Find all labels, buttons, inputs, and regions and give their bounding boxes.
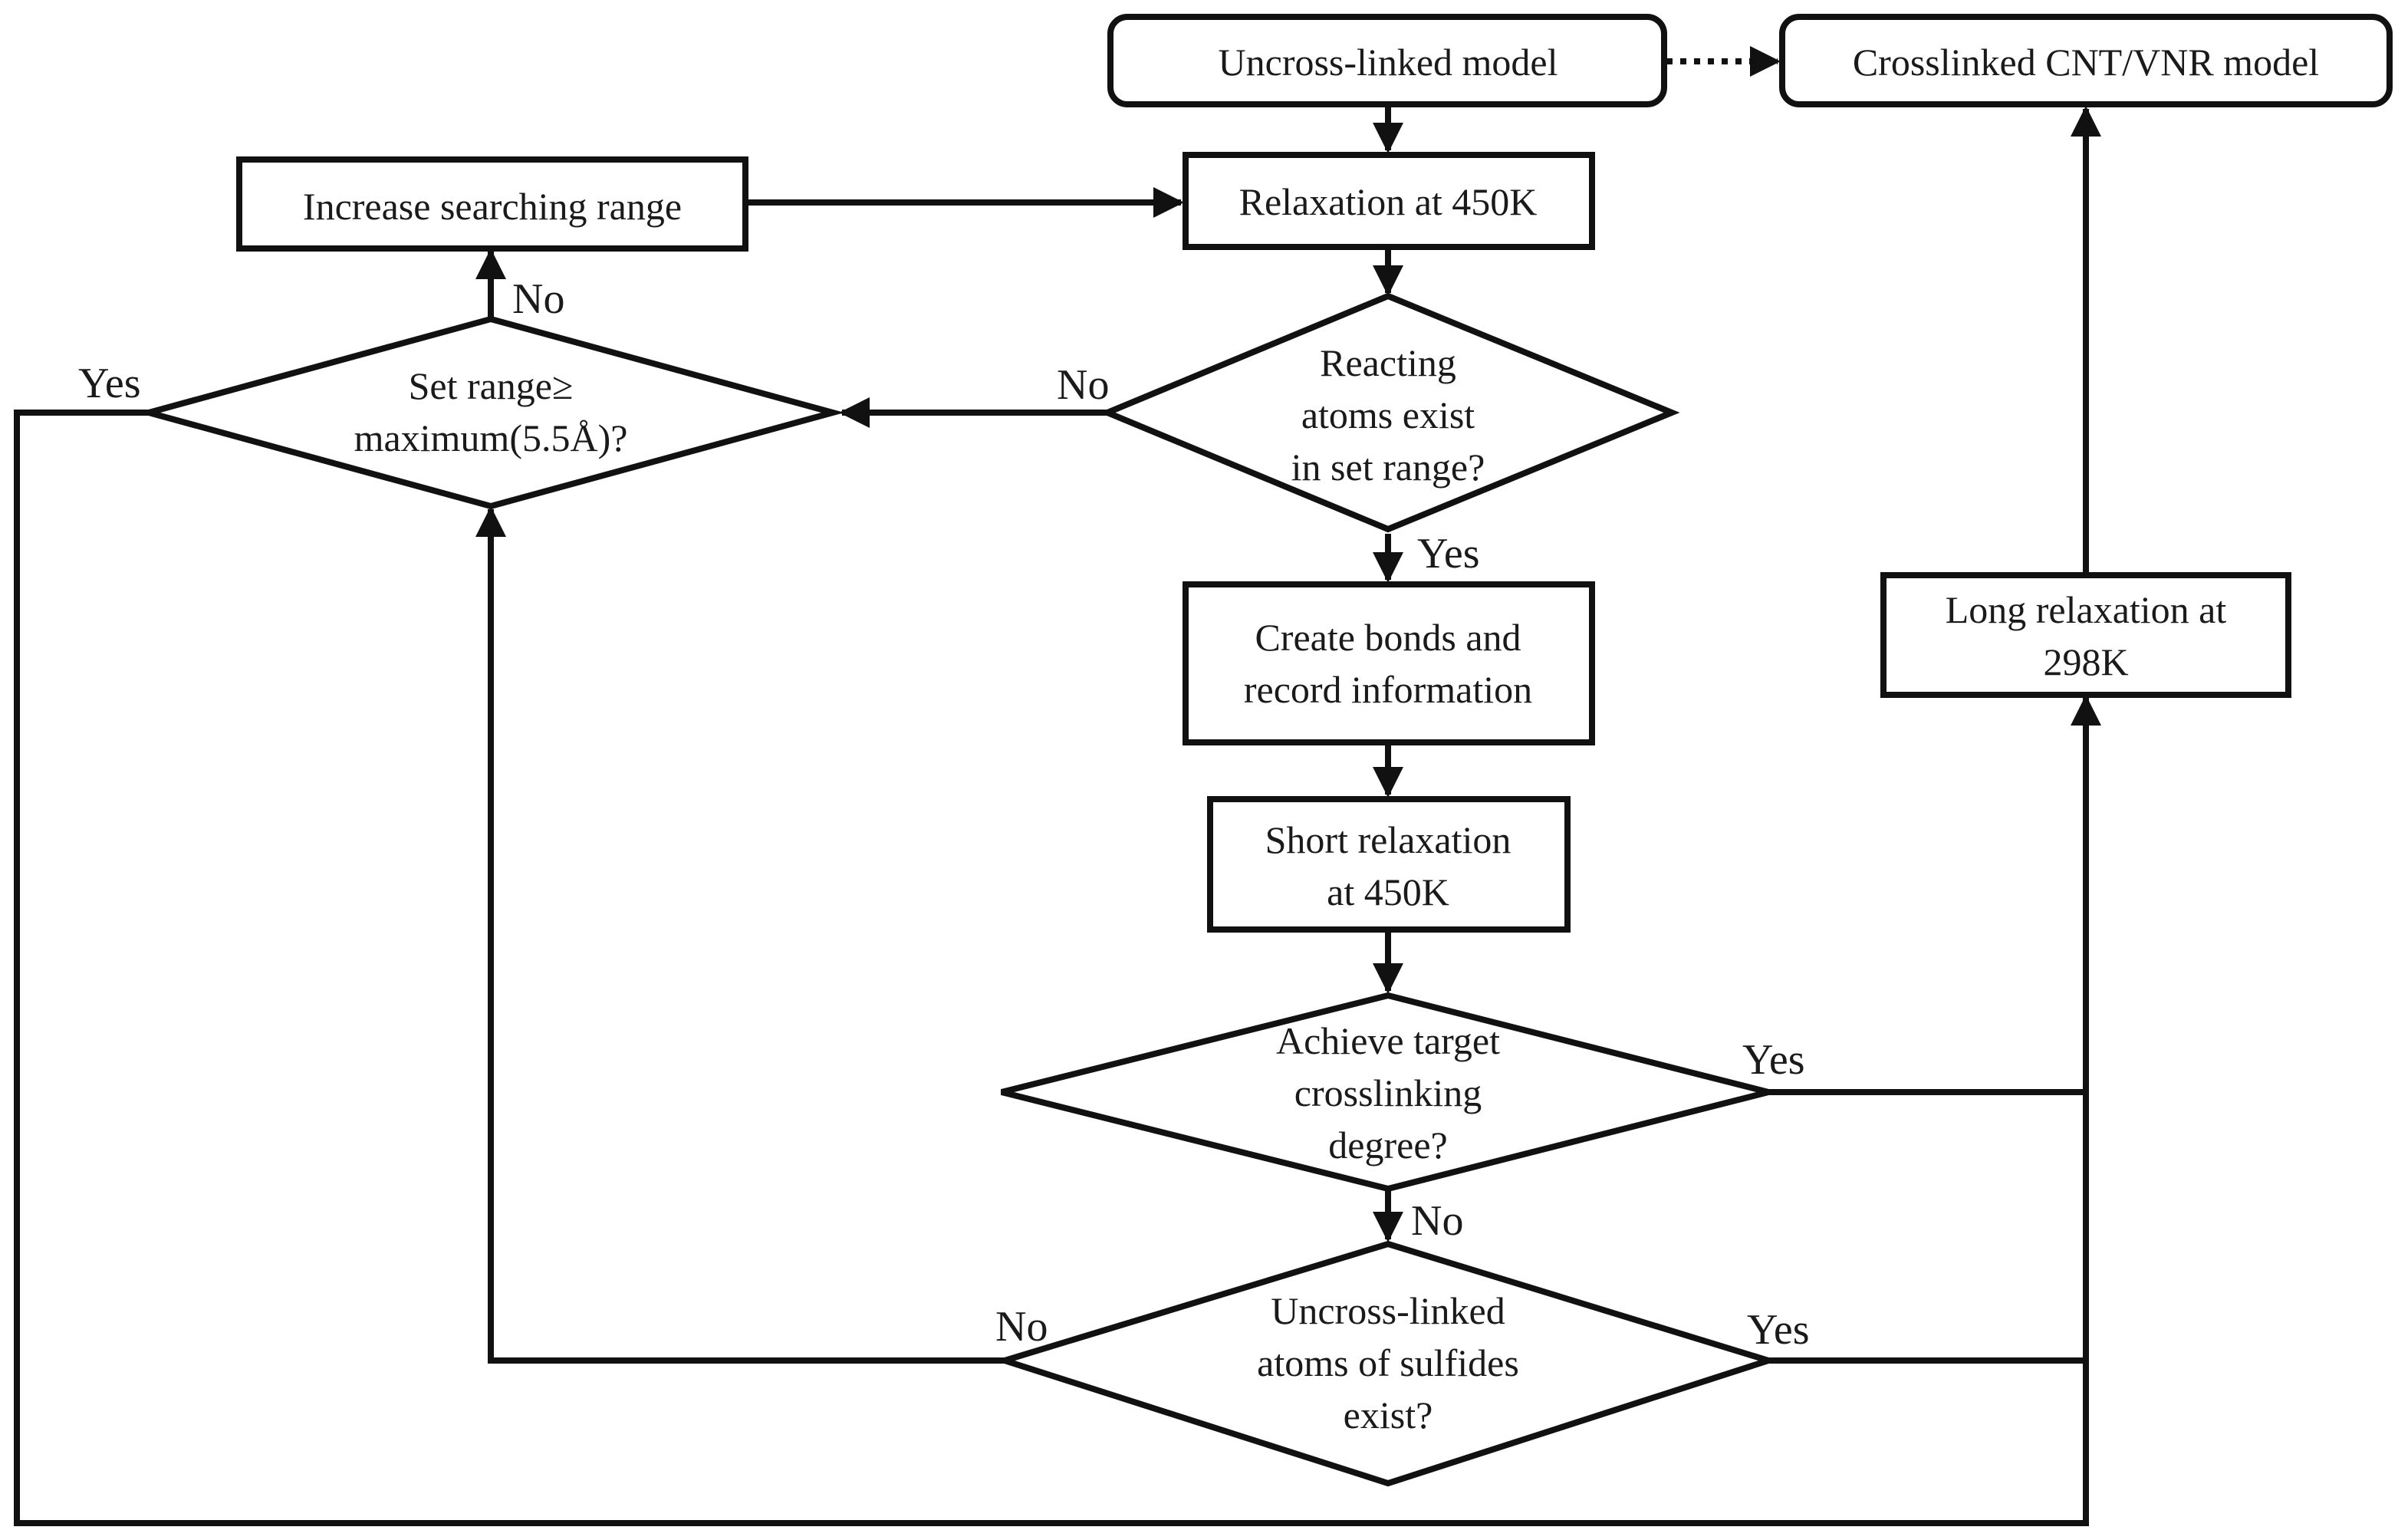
edge-label-setrange-no: No <box>512 275 564 323</box>
node-set-range-check-line1: Set range≥ <box>409 364 574 407</box>
edge-label-target-yes: Yes <box>1742 1036 1804 1084</box>
node-set-range-check-line2: maximum(5.5Å)? <box>354 416 628 459</box>
node-uncross-linked-model-shape <box>1107 14 1667 107</box>
node-target-degree-check-shape <box>1001 992 1769 1193</box>
node-relaxation-450-shape <box>1183 152 1595 250</box>
node-increase-range-label: Increase searching range <box>303 185 682 228</box>
node-short-relaxation-shape <box>1207 796 1571 933</box>
node-sulfides-check-shape <box>994 1240 1779 1487</box>
node-sulfides-check: Uncross-linked atoms of sulfides exist? <box>994 1240 1779 1487</box>
node-short-relaxation-line1: Short relaxation <box>1265 818 1511 861</box>
node-crosslinked-model: Crosslinked CNT/VNR model <box>1779 14 2393 107</box>
node-create-bonds-line1: Create bonds and <box>1255 616 1521 659</box>
edge-label-reacting-no: No <box>1057 361 1109 409</box>
node-short-relaxation-line2: at 450K <box>1327 870 1449 913</box>
edge-sulfides-yes-to-long <box>1768 1092 2089 1364</box>
node-relaxation-450: Relaxation at 450K <box>1183 152 1595 250</box>
node-long-relaxation-line1: Long relaxation at <box>1946 588 2227 631</box>
node-target-degree-check-line3: degree? <box>1328 1124 1447 1167</box>
edge-label-reacting-yes: Yes <box>1417 530 1479 578</box>
node-long-relaxation-shape <box>1880 572 2291 698</box>
node-reacting-atoms-check: Reacting atoms exist in set range? <box>1099 292 1680 533</box>
node-sulfides-check-line3: exist? <box>1344 1394 1433 1436</box>
node-create-bonds-line2: record information <box>1244 668 1532 711</box>
node-uncross-linked-model-label: Uncross-linked model <box>1219 41 1558 84</box>
node-target-degree-check-line1: Achieve target <box>1276 1019 1500 1062</box>
node-reacting-atoms-check-line2: atoms exist <box>1301 393 1475 436</box>
edge-label-setrange-yes: Yes <box>78 360 140 407</box>
edge-labels: No Yes No Yes Yes No No Yes <box>78 275 1809 1354</box>
edge-target-yes-to-long <box>1768 695 2101 1095</box>
edges <box>14 46 2101 1526</box>
node-create-bonds-shape <box>1183 581 1595 745</box>
node-short-relaxation: Short relaxation at 450K <box>1207 796 1571 933</box>
edge-setrange-yes-to-long <box>14 410 2089 1526</box>
node-relaxation-450-label: Relaxation at 450K <box>1239 180 1538 223</box>
node-reacting-atoms-check-line3: in set range? <box>1291 446 1485 489</box>
node-target-degree-check-line2: crosslinking <box>1294 1071 1482 1114</box>
node-create-bonds: Create bonds and record information <box>1183 581 1595 745</box>
node-set-range-check: Set range≥ maximum(5.5Å)? <box>137 315 845 510</box>
node-reacting-atoms-check-line1: Reacting <box>1320 341 1456 384</box>
edge-label-sulfides-yes: Yes <box>1747 1306 1809 1354</box>
edge-sulfides-no-to-setrange <box>475 506 1005 1364</box>
node-crosslinked-model-shape <box>1779 14 2393 107</box>
node-reacting-atoms-check-shape <box>1099 292 1680 533</box>
edge-label-sulfides-no: No <box>995 1303 1048 1351</box>
node-uncross-linked-model: Uncross-linked model <box>1107 14 1667 107</box>
node-increase-range: Increase searching range <box>236 156 748 252</box>
node-sulfides-check-line1: Uncross-linked <box>1271 1289 1505 1332</box>
node-long-relaxation-line2: 298K <box>2043 640 2128 683</box>
node-long-relaxation: Long relaxation at 298K <box>1880 572 2291 698</box>
node-increase-range-shape <box>236 156 748 252</box>
node-sulfides-check-line2: atoms of sulfides <box>1257 1341 1519 1384</box>
nodes: Uncross-linked model Crosslinked CNT/VNR… <box>137 14 2393 1487</box>
node-target-degree-check: Achieve target crosslinking degree? <box>1001 992 1769 1193</box>
node-set-range-check-shape <box>137 315 845 510</box>
node-crosslinked-model-label: Crosslinked CNT/VNR model <box>1853 41 2319 84</box>
edge-label-target-no: No <box>1411 1197 1463 1245</box>
